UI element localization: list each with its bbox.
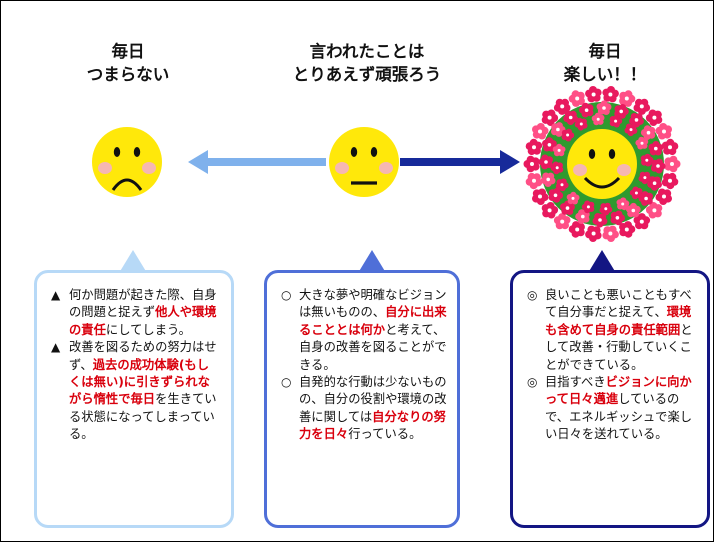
heading-right-line2: 楽しい！！	[563, 65, 647, 84]
callout-pointer-right	[588, 250, 616, 273]
left-arrow-icon	[188, 150, 326, 174]
list-item-text: 自発的な行動は少ないものの、自分の役割や環境の改善に関しては自分なりの努力を日々…	[299, 375, 447, 442]
list-item: ○ 自発的な行動は少ないものの、自分の役割や環境の改善に関しては自分なりの努力を…	[281, 374, 447, 444]
bullet-mark: ◎	[527, 288, 538, 302]
description-box-left: ▲ 何か問題が起きた際、自身の問題と捉えず他人や環境の責任にしてしまう。 ▲ 改…	[34, 270, 234, 528]
list-item-text: 良いことも悪いこともすべて自分事だと捉えて、環境も含めて自身の責任範囲として改善…	[545, 288, 693, 372]
heading-right: 毎日 楽しい！！	[495, 40, 715, 86]
sad-face-icon	[92, 127, 162, 197]
heading-left-line1: 毎日	[111, 42, 145, 61]
heading-center-line2: とりあえず頑張ろう	[292, 65, 442, 84]
bullet-mark: ◎	[527, 375, 538, 390]
callout-pointer-center	[358, 250, 386, 273]
list-item: ▲ 何か問題が起きた際、自身の問題と捉えず他人や環境の責任にしてしまう。	[51, 287, 221, 339]
list-item: ◎ 良いことも悪いこともすべて自分事だと捉えて、環境も含めて自身の責任範囲として…	[527, 287, 697, 374]
heading-left-line2: つまらない	[86, 65, 170, 84]
bullet-mark: ○	[281, 375, 292, 390]
list-item: ▲ 改善を図るための努力はせず、過去の成功体験(もしくは無い)に引きずられながら…	[51, 339, 221, 443]
list-item-text: 改善を図るための努力はせず、過去の成功体験(もしくは無い)に引きずられながら惰性…	[69, 340, 217, 442]
list-item-text: 大きな夢や明確なビジョンは無いものの、自分に出来ることとは何かと考えて、自身の改…	[299, 288, 447, 372]
flower-wreath-icon	[523, 86, 681, 242]
list-item: ◎ 目指すべきビジョンに向かって日々邁進しているので、エネルギッシュで楽しい日々…	[527, 374, 697, 444]
heading-center: 言われたことは とりあえず頑張ろう	[257, 40, 477, 86]
description-box-right: ◎ 良いことも悪いこともすべて自分事だと捉えて、環境も含めて自身の責任範囲として…	[510, 270, 710, 528]
heading-center-line1: 言われたことは	[309, 42, 425, 61]
bullet-mark: ○	[281, 288, 292, 302]
heading-right-line1: 毎日	[588, 42, 622, 61]
list-item-text: 何か問題が起きた際、自身の問題と捉えず他人や環境の責任にしてしまう。	[69, 288, 217, 337]
list-item: ○ 大きな夢や明確なビジョンは無いものの、自分に出来ることとは何かと考えて、自身…	[281, 287, 447, 374]
description-box-center: ○ 大きな夢や明確なビジョンは無いものの、自分に出来ることとは何かと考えて、自身…	[264, 270, 460, 528]
neutral-face-icon	[329, 127, 399, 197]
bullet-mark: ▲	[51, 288, 61, 302]
right-arrow-icon	[400, 150, 520, 174]
happy-face-icon	[567, 129, 637, 199]
list-item-text: 目指すべきビジョンに向かって日々邁進しているので、エネルギッシュで楽しい日々を送…	[545, 375, 693, 442]
heading-left: 毎日 つまらない	[18, 40, 238, 86]
callout-pointer-left	[119, 250, 147, 273]
bullet-mark: ▲	[51, 340, 61, 355]
